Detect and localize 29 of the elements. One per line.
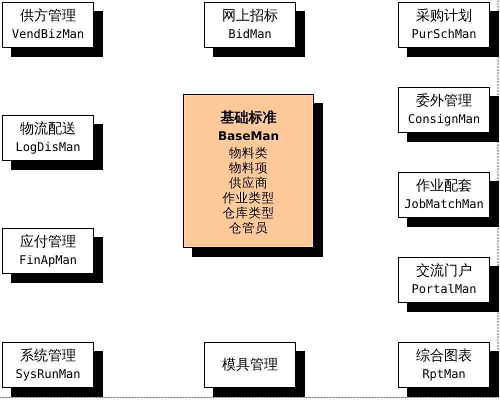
module-title: 基础标准 <box>220 108 276 128</box>
module-title: 应付管理 <box>20 233 76 252</box>
module-title: 作业配套 <box>416 177 472 196</box>
module-title: 供方管理 <box>20 7 76 26</box>
module-title: 交流门户 <box>416 262 472 281</box>
module-code: FinApMan <box>19 252 77 269</box>
list-item: 仓库类型 <box>222 204 274 220</box>
module-code: SysRunMan <box>15 366 81 383</box>
module-title: 网上招标 <box>222 7 278 26</box>
module-code: PortalMan <box>411 281 477 298</box>
module-code: PurSchMan <box>411 26 477 43</box>
module-code: JobMatchMan <box>404 196 484 213</box>
module-code: ConsignMan <box>408 111 480 128</box>
list-item: 物料项 <box>229 160 268 174</box>
module-code: VendBizMan <box>12 26 84 43</box>
list-item: 作业类型 <box>222 190 274 204</box>
module-code: BidMan <box>228 26 272 43</box>
module-code: BaseMan <box>218 128 280 144</box>
module-title: 模具管理 <box>222 356 278 374</box>
module-code: LogDisMan <box>15 139 81 156</box>
module-code: RptMan <box>422 366 466 383</box>
list-item: 供应商 <box>229 174 268 190</box>
module-title: 综合图表 <box>416 347 472 366</box>
list-item: 仓管员 <box>229 220 268 234</box>
list-item: 物料类 <box>229 144 268 160</box>
module-title: 委外管理 <box>416 92 472 111</box>
module-title: 物流配送 <box>20 120 76 139</box>
module-title: 采购计划 <box>416 7 472 26</box>
module-title: 系统管理 <box>20 347 76 366</box>
